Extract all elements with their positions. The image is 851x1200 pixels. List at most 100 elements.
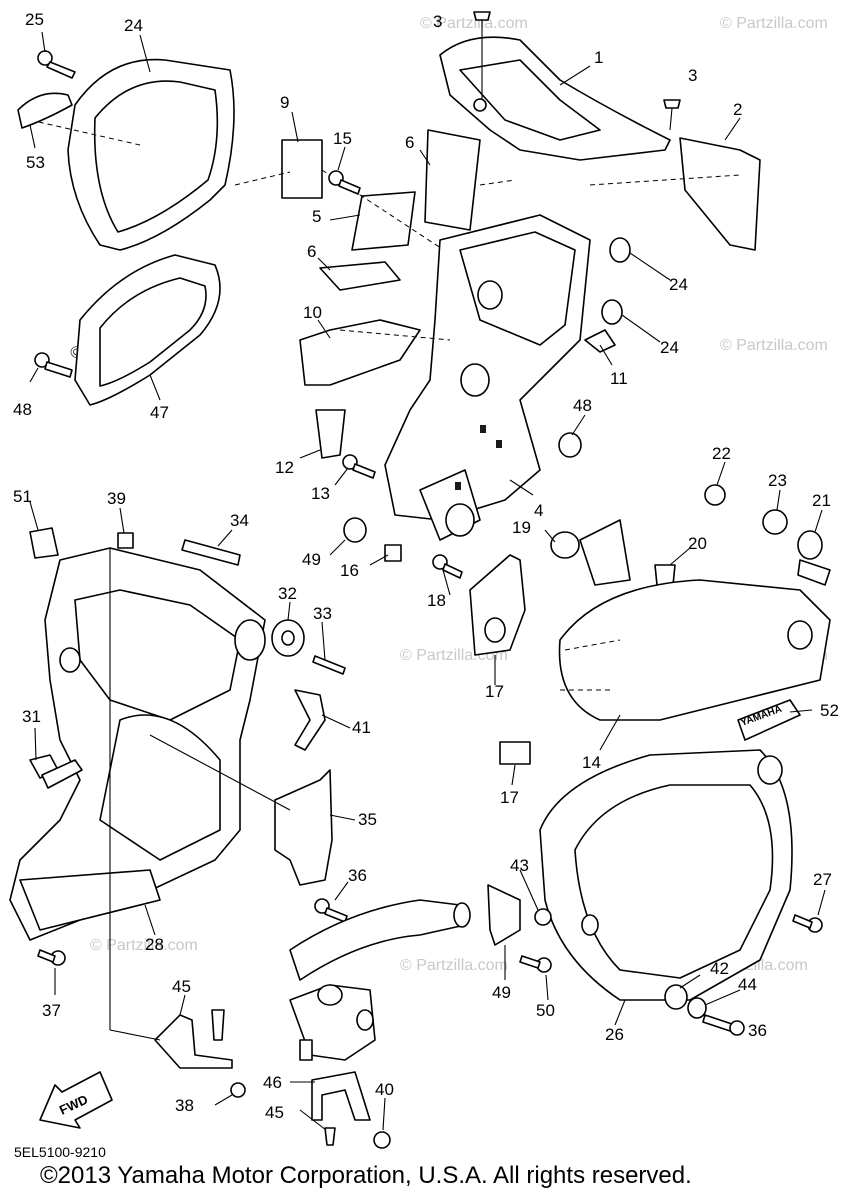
pad-6-lower: [319, 261, 401, 291]
clip-29: [29, 754, 83, 789]
badge-52: YAMAHA: [737, 699, 801, 741]
pad-10: [315, 409, 346, 459]
callout-44: 46: [263, 1073, 282, 1092]
callout-34: 36: [348, 866, 367, 885]
callout-24: 24: [669, 275, 688, 294]
rivet-3: [473, 11, 491, 100]
callout-5: 5: [312, 207, 321, 226]
callout-36b: 38: [175, 1096, 194, 1115]
lock-22: [762, 509, 788, 535]
washer-21: [704, 484, 726, 506]
bracket-8: [299, 319, 421, 386]
callout-31: 33: [313, 604, 332, 623]
copyright-notice: ©2013 Yamaha Motor Corporation, U.S.A. A…: [40, 1162, 692, 1189]
callout-20: 21: [812, 491, 831, 510]
screw-36b: [230, 1082, 246, 1098]
callout-50: 50: [536, 1001, 555, 1020]
callout-32: 34: [230, 511, 249, 530]
callout-27: 27: [813, 870, 832, 889]
screw-11: [342, 454, 376, 479]
grommet-24b: [601, 299, 623, 325]
plate-2: [679, 137, 761, 251]
callout-18: 19: [512, 518, 531, 537]
callout-30: 32: [278, 584, 297, 603]
valve-assembly: [289, 984, 376, 1061]
bracket-33: [274, 769, 333, 886]
screw-34: [314, 898, 348, 923]
callout-15: 17: [485, 682, 504, 701]
callout-1: 1: [594, 48, 603, 67]
callout-40: 42: [710, 959, 729, 978]
bracket-49: [487, 884, 521, 946]
pad-6-upper: [424, 129, 481, 231]
screw-12: [328, 170, 361, 195]
bracket-39: [294, 689, 326, 751]
screw-25: [37, 50, 76, 79]
callout-35: 36: [748, 1021, 767, 1040]
callout-13: 16: [340, 561, 359, 580]
pin-31: [312, 655, 346, 675]
callout-10: 12: [275, 458, 294, 477]
callouts: 25 24 53 3 1 3 2 9 15 6 5 6 24 10 24 11 …: [13, 10, 839, 1122]
pad-53: [17, 92, 73, 129]
callout-16: 18: [427, 591, 446, 610]
callout-41: 43: [510, 856, 529, 875]
bolt-35: [702, 1014, 745, 1036]
callout-38: 40: [375, 1080, 394, 1099]
box-bracket-4: [384, 214, 591, 541]
callout-2: 2: [733, 100, 742, 119]
side-cover-46: [74, 254, 221, 406]
callout-48: 48: [573, 396, 592, 415]
callout-29: 31: [22, 707, 41, 726]
callout-19: 20: [688, 534, 707, 553]
callout-43: 45: [172, 977, 191, 996]
frame-28: [9, 547, 266, 941]
bolt-38: [373, 1131, 391, 1149]
cover-14: [558, 579, 831, 721]
callout-9: 11: [610, 369, 628, 388]
pad-17: [499, 741, 531, 765]
key-20: [797, 530, 831, 586]
rivet-3b: [663, 99, 681, 131]
side-cover-23: [29, 58, 235, 251]
fwd-arrow: FWD: [39, 1071, 113, 1129]
nut-41: [534, 908, 552, 926]
watermark: © Partzilla.com: [720, 337, 828, 354]
clip-9: [584, 329, 616, 353]
watermark: © Partzilla.com: [720, 15, 828, 32]
callout-6b: 6: [307, 242, 316, 261]
callout-42: 44: [738, 975, 757, 994]
watermark: © Partzilla.com: [90, 937, 198, 954]
callout-25: 25: [25, 10, 44, 29]
grommet-24: [609, 237, 631, 263]
grommet-48: [558, 432, 582, 458]
drawing-code: 5EL5100-9210: [14, 1144, 106, 1160]
screw-45: [324, 1127, 336, 1146]
callout-4: 4: [534, 501, 543, 520]
callout-7: 9: [280, 93, 289, 112]
callout-24b: 24: [660, 338, 679, 357]
grommet-18: [550, 531, 580, 559]
callout-48b: 49: [302, 550, 321, 569]
callout-33: 35: [358, 810, 377, 829]
screw-16: [432, 554, 463, 579]
callout-14: 14: [582, 753, 601, 772]
bracket-1: [439, 36, 671, 161]
callout-22: 23: [768, 471, 787, 490]
plate-18: [579, 519, 631, 586]
screw-27: [792, 914, 823, 933]
callout-3: 3: [433, 12, 442, 31]
callout-6: 6: [405, 133, 414, 152]
callout-51: 51: [13, 487, 32, 506]
cover-26: [539, 749, 793, 1001]
watermark: © Partzilla.com: [420, 15, 528, 32]
bracket-43: [154, 1014, 233, 1069]
callout-46: 47: [150, 403, 169, 422]
bracket-44: [311, 1071, 371, 1121]
watermark: © Partzilla.com: [400, 957, 508, 974]
callout-12: 15: [333, 129, 352, 148]
bolt-50: [519, 955, 552, 973]
callout-23: 24: [124, 16, 143, 35]
pad-7: [281, 139, 323, 199]
